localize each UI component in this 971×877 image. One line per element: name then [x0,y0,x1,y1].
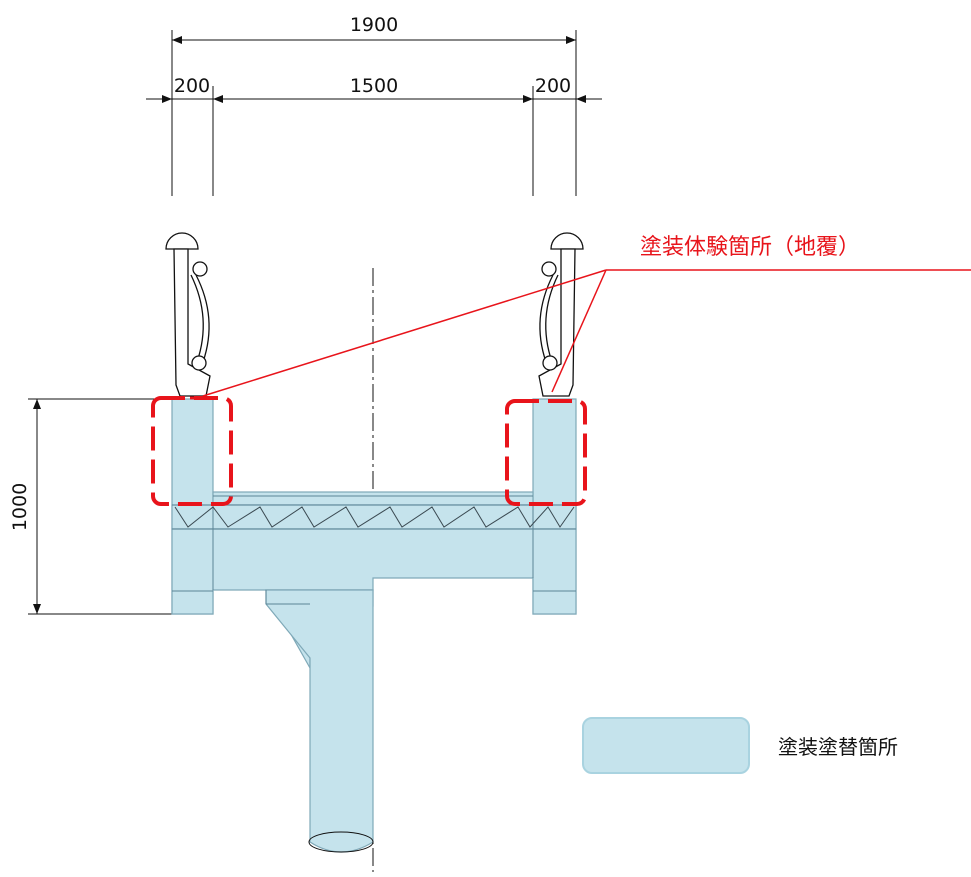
dimension-deck-width: 1500 [350,75,398,97]
dimension-total-width: 1900 [350,14,398,36]
dimension-right-parapet: 200 [535,75,571,97]
left-handrail [165,232,211,397]
pier-base [308,831,374,853]
legend-label: 塗装塗替箇所 [778,735,898,759]
repaint-areas [171,398,577,853]
left-curb-highlight [151,396,233,506]
leader-line-left [202,269,607,397]
pier-column [265,589,374,853]
structure-lines [172,495,576,605]
deck-slab [212,491,534,506]
leader-lines [202,269,971,397]
legend-swatch [582,717,750,774]
experience-area-label: 塗装体験箇所（地覆） [640,235,860,260]
right-curb-highlight [505,399,587,506]
truss-zigzag [174,506,575,528]
experience-area-top-marks [190,396,566,403]
leader-line-right [551,269,607,393]
dimension-height: 1000 [9,483,31,531]
dimension-lines [28,30,602,615]
main-girder [171,528,577,615]
experience-area-highlight [151,396,587,506]
dimension-left-parapet: 200 [174,75,210,97]
